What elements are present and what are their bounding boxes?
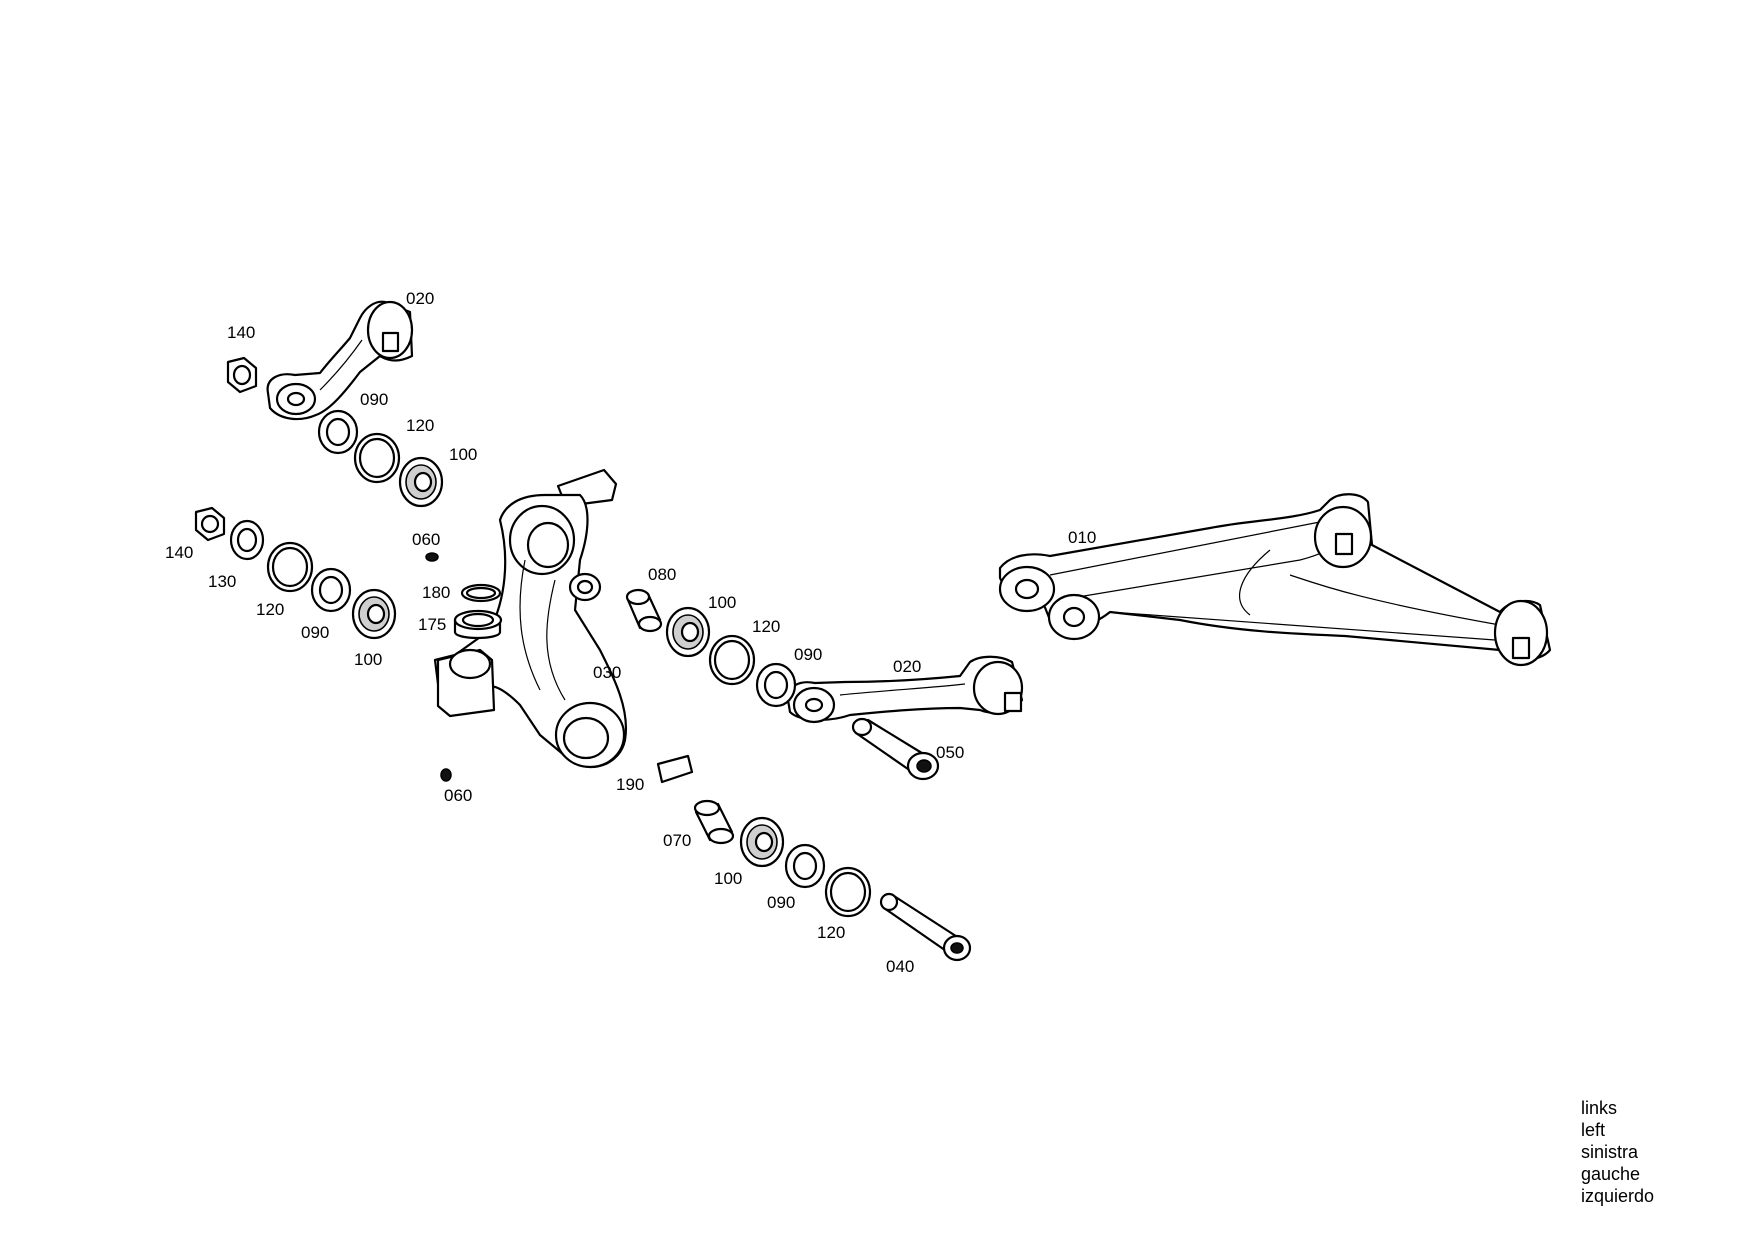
label-120-left: 120 bbox=[256, 600, 284, 619]
grease-fitting-part-060-bottom bbox=[440, 768, 452, 782]
label-070: 070 bbox=[663, 831, 691, 850]
upper-arm-part-020-top bbox=[266, 300, 414, 421]
label-175: 175 bbox=[418, 615, 446, 634]
label-030: 030 bbox=[593, 663, 621, 682]
label-060-top: 060 bbox=[412, 530, 440, 549]
side-note-line-4: gauche bbox=[1581, 1164, 1641, 1184]
snap-ring-part-120-mid bbox=[708, 634, 756, 686]
snap-ring-part-120-bottom bbox=[824, 866, 872, 918]
bearing-part-100-bottom bbox=[739, 816, 785, 868]
snap-ring-part-120-left bbox=[266, 541, 314, 593]
pin-part-050 bbox=[851, 717, 940, 781]
label-080: 080 bbox=[648, 565, 676, 584]
side-note-line-1: links bbox=[1581, 1098, 1618, 1118]
side-note-line-3: sinistra bbox=[1581, 1142, 1639, 1162]
label-020-top: 020 bbox=[406, 289, 434, 308]
side-note-line-5: izquierdo bbox=[1581, 1186, 1655, 1206]
label-090-left: 090 bbox=[301, 623, 329, 642]
label-060-bottom: 060 bbox=[444, 786, 472, 805]
label-050: 050 bbox=[936, 743, 964, 762]
label-090-bottom: 090 bbox=[767, 893, 795, 912]
seal-ring-part-090-top bbox=[317, 409, 359, 455]
label-100-top: 100 bbox=[449, 445, 477, 464]
upper-arm-part-020-mid bbox=[786, 655, 1024, 724]
ring-part-180 bbox=[460, 583, 502, 603]
grease-fitting-part-060-top bbox=[425, 552, 439, 562]
seal-part-175 bbox=[453, 609, 503, 640]
side-designation: links left sinistra gauche izquierdo bbox=[1581, 1097, 1654, 1207]
bushing-part-080 bbox=[625, 588, 663, 633]
control-arm-part-010 bbox=[998, 493, 1552, 667]
label-090-top: 090 bbox=[360, 390, 388, 409]
label-180: 180 bbox=[422, 583, 450, 602]
label-140-left: 140 bbox=[165, 543, 193, 562]
side-note-line-2: left bbox=[1581, 1120, 1606, 1140]
bearing-part-100-mid bbox=[665, 606, 711, 658]
label-100-left: 100 bbox=[354, 650, 382, 669]
nut-part-140-left bbox=[194, 506, 226, 542]
label-100-mid: 100 bbox=[708, 593, 736, 612]
bushing-part-070 bbox=[693, 799, 735, 845]
label-120-mid: 120 bbox=[752, 617, 780, 636]
seal-ring-part-090-bottom bbox=[784, 843, 826, 889]
label-010: 010 bbox=[1068, 528, 1096, 547]
snap-ring-part-120-top bbox=[353, 432, 401, 484]
seal-ring-part-090-left bbox=[310, 567, 352, 613]
label-020-mid: 020 bbox=[893, 657, 921, 676]
label-130: 130 bbox=[208, 572, 236, 591]
knuckle-part-030 bbox=[433, 468, 628, 769]
label-090-mid: 090 bbox=[794, 645, 822, 664]
label-100-bottom: 100 bbox=[714, 869, 742, 888]
pin-part-040 bbox=[879, 892, 972, 962]
label-040: 040 bbox=[886, 957, 914, 976]
seal-ring-part-090-mid bbox=[755, 662, 797, 708]
plate-part-190 bbox=[656, 754, 694, 784]
nut-part-140-top bbox=[226, 356, 258, 394]
bearing-part-100-top bbox=[398, 456, 444, 508]
bearing-part-100-left bbox=[351, 588, 397, 640]
label-190: 190 bbox=[616, 775, 644, 794]
label-120-top: 120 bbox=[406, 416, 434, 435]
label-140-top: 140 bbox=[227, 323, 255, 342]
washer-part-130 bbox=[229, 519, 265, 561]
label-120-bottom: 120 bbox=[817, 923, 845, 942]
